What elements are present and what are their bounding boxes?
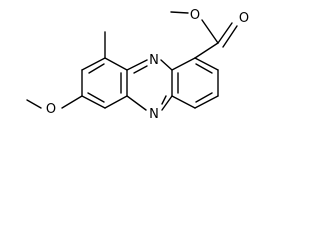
- molecule-structure-diagram: N N O O O: [26, 8, 249, 122]
- bond-c9a-c9: [104, 57, 128, 71]
- bond-c5a-n5: [126, 95, 147, 111]
- atom-o-ether: O: [46, 102, 56, 117]
- atom-n-top: N: [149, 53, 159, 68]
- bond-c7-c6-inner: [87, 92, 105, 103]
- bond-n10-c10a: [160, 59, 173, 71]
- bond-carbonyl-c-o-ester: [201, 19, 219, 44]
- bond-c7-o-ether: [61, 95, 83, 109]
- bond-c10a-c1: [171, 57, 196, 71]
- bond-carbonyl-double-2: [222, 25, 238, 48]
- bond-o-ester-methyl: [170, 11, 189, 14]
- bond-c7-c6: [81, 95, 106, 109]
- bond-c3-c4-inner: [195, 92, 213, 103]
- bond-c1-c2: [194, 57, 219, 71]
- atom-n-bottom: N: [149, 107, 159, 122]
- bond-c1-c2-inner: [195, 63, 213, 74]
- atom-o-carbonyl: O: [239, 11, 249, 26]
- bond-c4-c4a: [171, 95, 196, 109]
- bond-n5-c4a: [161, 95, 173, 111]
- bond-c9a-n10: [126, 59, 148, 71]
- atom-o-ester: O: [190, 8, 200, 23]
- structure-svg: N N O O O: [26, 8, 249, 122]
- bond-c9-c8: [81, 57, 106, 71]
- bond-n5-c4a-inner: [161, 95, 167, 105]
- bond-carbonyl-double-1: [217, 22, 233, 44]
- bond-c9a-n10-inner: [133, 65, 148, 74]
- bond-c3-c4: [194, 95, 219, 109]
- bond-c1-carbonyl-c: [194, 42, 219, 59]
- bond-o-ether-methyl: [26, 99, 42, 109]
- bond-c9-c8-inner: [88, 63, 105, 74]
- bond-c6-c5a: [104, 95, 128, 109]
